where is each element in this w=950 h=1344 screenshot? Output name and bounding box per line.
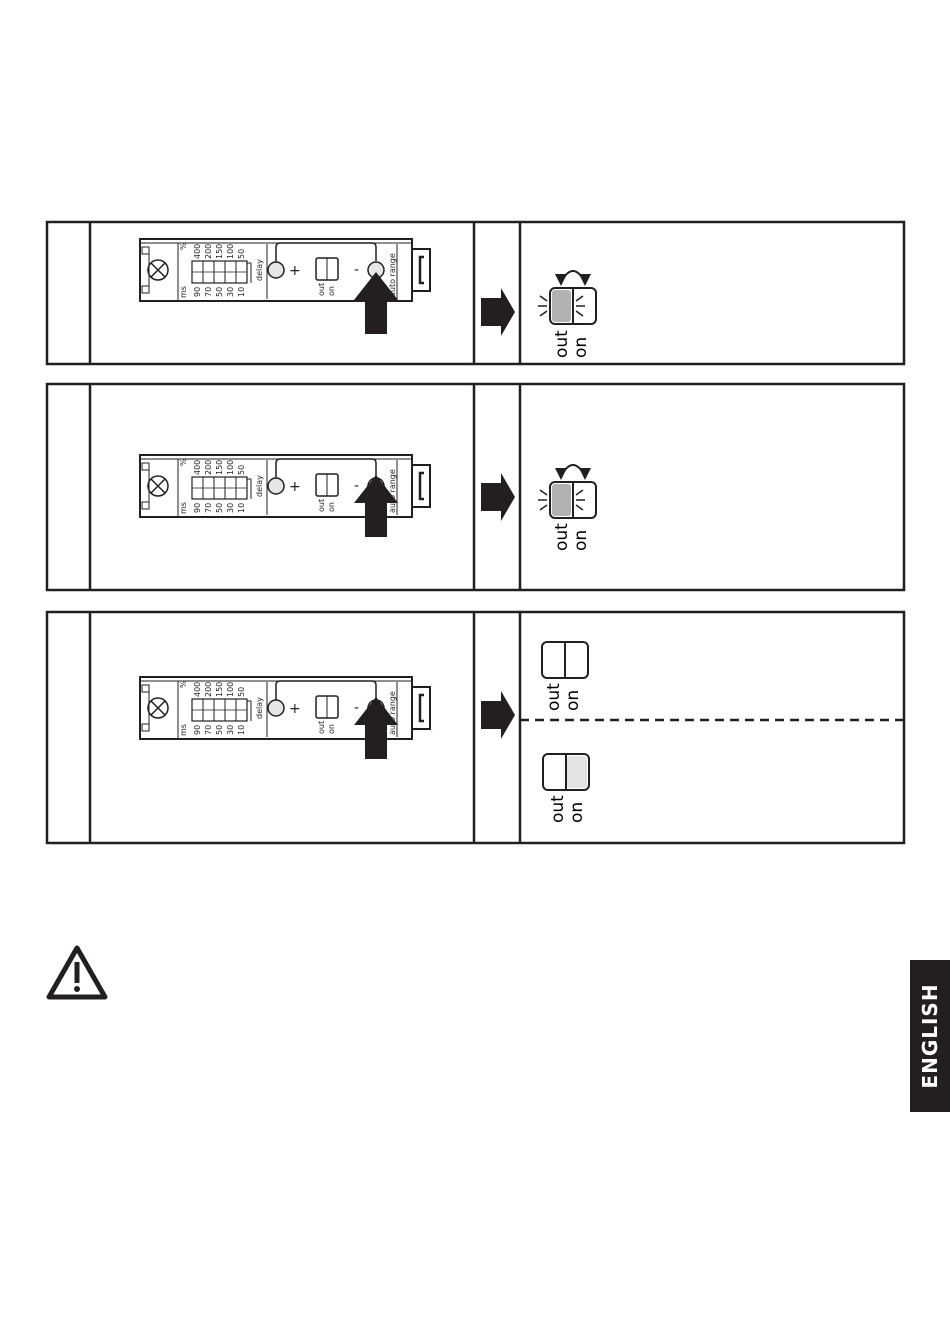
plus-label: +: [289, 263, 301, 279]
minus-label: -: [354, 262, 359, 278]
result-out-label: out: [548, 795, 568, 823]
pct-value: 200: [204, 244, 213, 259]
pct-value: 50: [237, 687, 246, 697]
pct-unit: %: [179, 242, 188, 250]
pct-value: 100: [226, 244, 235, 259]
result-out-label: out: [544, 683, 564, 711]
ms-value: 50: [215, 725, 224, 735]
pct-value: 100: [226, 682, 235, 697]
out-label: out: [317, 721, 326, 734]
out-label: out: [317, 283, 326, 296]
result-on-label: on: [563, 690, 583, 711]
ms-value: 10: [237, 725, 246, 735]
pct-value: 150: [215, 460, 224, 475]
minus-label: -: [354, 700, 359, 716]
pct-value: 150: [215, 244, 224, 259]
ms-value: 70: [204, 503, 213, 513]
ms-unit: ms: [179, 286, 188, 298]
ms-value: 50: [215, 287, 224, 297]
led-blinking-toggle-2: [538, 465, 596, 518]
ms-value: 70: [204, 287, 213, 297]
pct-unit: %: [179, 680, 188, 688]
ms-value: 30: [226, 503, 235, 513]
language-tab-label: ENGLISH: [918, 983, 942, 1088]
language-tab: ENGLISH: [910, 960, 950, 1112]
ms-value: 10: [237, 503, 246, 513]
ms-value: 30: [226, 287, 235, 297]
plus-label: +: [289, 701, 301, 717]
ms-value: 90: [193, 287, 202, 297]
delay-label: delay: [255, 259, 264, 281]
auto-range-label: auto range: [388, 691, 397, 735]
ms-value: 10: [237, 287, 246, 297]
pct-value: 400: [193, 682, 202, 697]
ms-value: 30: [226, 725, 235, 735]
pct-value: 200: [204, 460, 213, 475]
warning-triangle-icon: [49, 948, 105, 997]
ms-unit: ms: [179, 502, 188, 514]
out-label: out: [317, 499, 326, 512]
on-label: on: [327, 724, 336, 734]
ms-value: 70: [204, 725, 213, 735]
arrow-right-icon: [481, 288, 515, 336]
arrow-right-icon: [481, 691, 515, 739]
ms-unit: ms: [179, 724, 188, 736]
ms-value: 90: [193, 725, 202, 735]
delay-label: delay: [255, 697, 264, 719]
auto-range-label: auto range: [388, 469, 397, 513]
delay-label: delay: [255, 475, 264, 497]
plus-label: +: [289, 479, 301, 495]
pct-value: 200: [204, 682, 213, 697]
result-on-label: on: [567, 802, 587, 823]
led-state-off: [542, 642, 588, 678]
led-state-on: [543, 754, 589, 790]
pct-value: 100: [226, 460, 235, 475]
pct-value: 400: [193, 460, 202, 475]
pct-unit: %: [179, 458, 188, 466]
on-label: on: [327, 502, 336, 512]
led-blinking-toggle-1: [538, 271, 596, 324]
result-on-label: on: [571, 530, 591, 551]
result-on-label: on: [571, 337, 591, 358]
ms-value: 50: [215, 503, 224, 513]
minus-label: -: [354, 478, 359, 494]
arrow-right-icon: [481, 473, 515, 521]
pct-value: 50: [237, 465, 246, 475]
on-label: on: [327, 286, 336, 296]
result-out-label: out: [552, 523, 572, 551]
pct-value: 400: [193, 244, 202, 259]
pct-value: 50: [237, 249, 246, 259]
result-out-label: out: [552, 330, 572, 358]
ms-value: 90: [193, 503, 202, 513]
pct-value: 150: [215, 682, 224, 697]
